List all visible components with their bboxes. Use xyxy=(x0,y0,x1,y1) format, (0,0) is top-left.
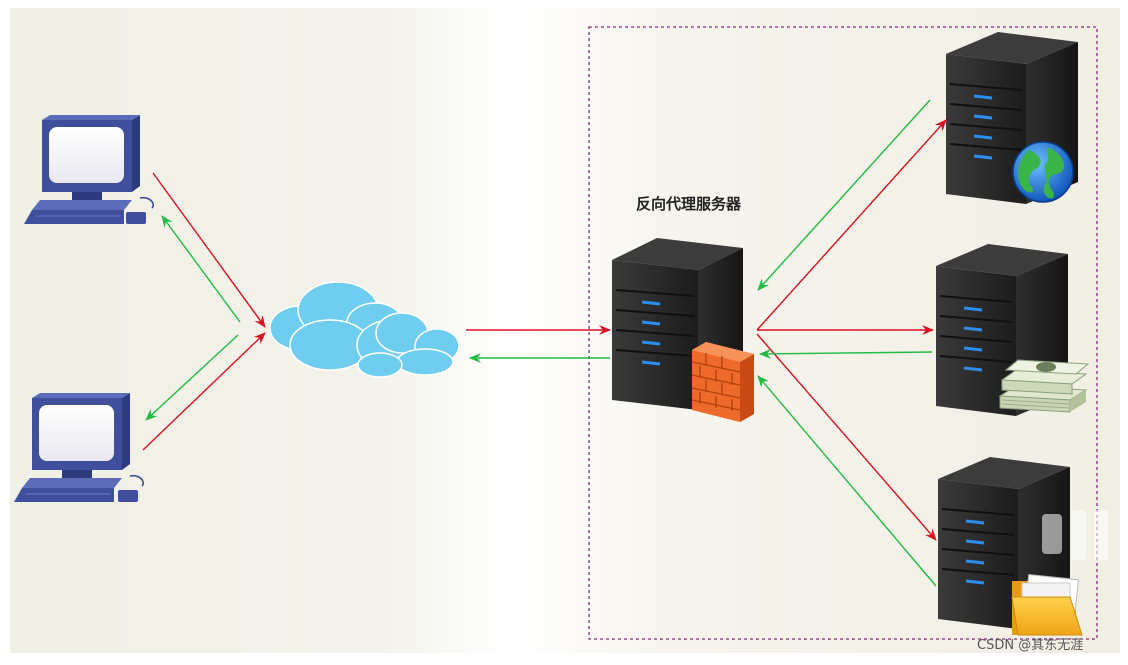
proxy-server-label: 反向代理服务器 xyxy=(636,195,742,213)
desktop-computer-icon xyxy=(14,393,145,502)
request-arrow-client2 xyxy=(142,332,266,451)
video-overlay-icon xyxy=(1042,510,1108,560)
client-computer-2 xyxy=(14,393,145,502)
request-arrow-proxy-to-web xyxy=(756,119,947,331)
response-arrow-client1 xyxy=(161,215,241,323)
response-arrow-payment-to-proxy xyxy=(759,348,933,359)
response-arrow-file-to-proxy xyxy=(757,375,937,587)
globe-icon xyxy=(1012,141,1074,203)
backend-server-web xyxy=(946,32,1078,204)
watermark-text: CSDN @其东无涯 xyxy=(977,638,1084,653)
backend-server-file xyxy=(938,457,1083,636)
internet-cloud xyxy=(269,281,460,378)
firewall-brick-icon xyxy=(691,342,754,422)
backend-server-payment xyxy=(936,244,1090,416)
request-arrow-proxy-to-file xyxy=(756,333,937,541)
desktop-computer-icon xyxy=(24,115,155,224)
server-zone-boundary xyxy=(588,26,1098,640)
response-arrow-client2 xyxy=(145,334,239,421)
money-stack-icon xyxy=(998,359,1090,413)
response-arrow-web-to-proxy xyxy=(757,99,931,291)
folder-icon xyxy=(1011,573,1083,636)
request-arrow-client1 xyxy=(152,172,266,328)
client-computer-1 xyxy=(24,115,155,224)
cloud-icon xyxy=(269,281,460,378)
reverse-proxy-server xyxy=(612,238,754,422)
